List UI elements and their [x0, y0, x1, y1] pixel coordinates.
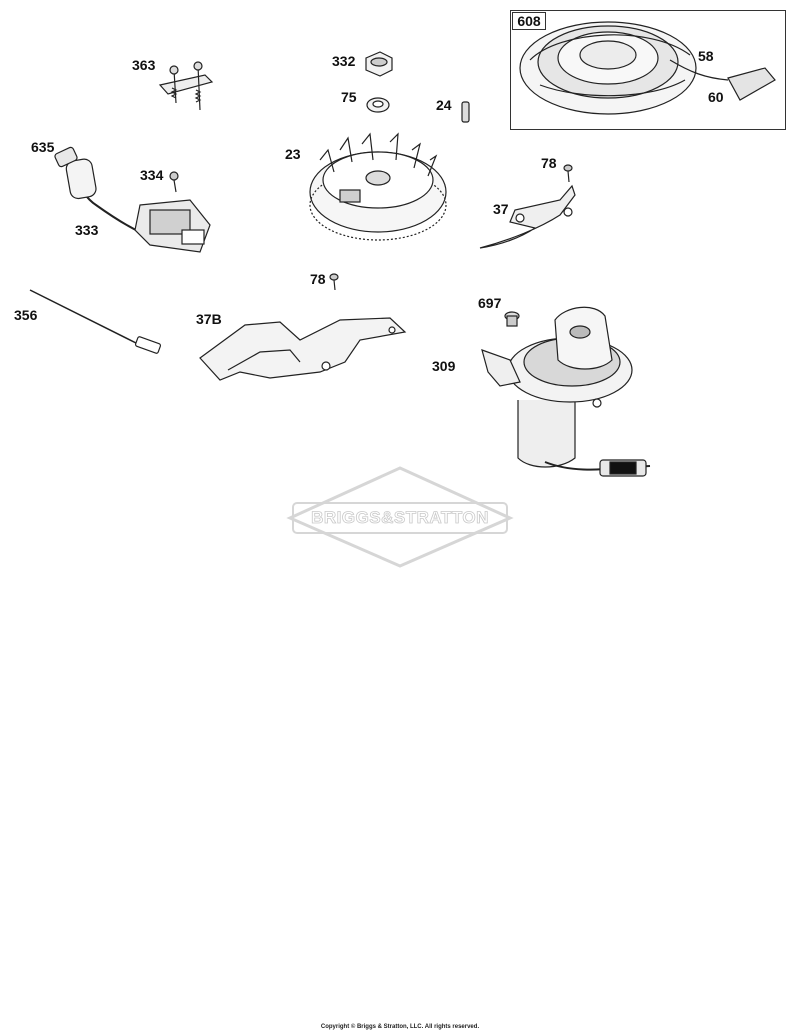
- part-75-washer: [366, 97, 390, 113]
- callout-309: 309: [432, 358, 456, 374]
- brand-watermark-logo: [286, 466, 514, 568]
- part-78-screw-lower: [329, 273, 339, 291]
- callout-363: 363: [132, 57, 156, 73]
- part-37b-air-vane-bracket: [199, 317, 407, 381]
- copyright-notice: Copyright © Briggs & Stratton, LLC. All …: [320, 1024, 480, 1030]
- callout-608: 608: [517, 13, 541, 29]
- callout-24: 24: [436, 97, 452, 113]
- callout-356: 356: [14, 307, 38, 323]
- part-356-ground-wire: [29, 289, 162, 354]
- callout-78-lower: 78: [310, 271, 326, 287]
- starter-inset-frame: [510, 10, 786, 130]
- part-363-ground-terminal: [158, 61, 214, 111]
- part-23-flywheel: [309, 132, 447, 241]
- callout-58: 58: [698, 48, 714, 64]
- callout-37: 37: [493, 201, 509, 217]
- callout-333: 333: [75, 222, 99, 238]
- callout-332: 332: [332, 53, 356, 69]
- callout-78-upper: 78: [541, 155, 557, 171]
- callout-23: 23: [285, 146, 301, 162]
- callout-37b: 37B: [196, 311, 222, 327]
- part-332-flywheel-nut: [365, 51, 393, 77]
- part-309-starter-motor: [481, 306, 651, 477]
- part-608-rewind-starter: [519, 21, 697, 115]
- part-58-starter-rope: [669, 59, 729, 81]
- part-334-screw: [169, 171, 179, 193]
- part-24-flywheel-key: [461, 101, 470, 123]
- callout-697: 697: [478, 295, 502, 311]
- inset-608-tag: 608: [512, 12, 546, 30]
- callout-75: 75: [341, 89, 357, 105]
- callout-635: 635: [31, 139, 55, 155]
- part-78-screw-upper: [563, 164, 573, 183]
- part-697-screw: [504, 311, 520, 327]
- part-37-air-vane: [479, 184, 576, 249]
- part-333-armature-ignition: [54, 146, 211, 253]
- part-60-starter-handle: [727, 67, 776, 101]
- callout-334: 334: [140, 167, 164, 183]
- watermark-text: BRIGGS&STRATTON: [311, 508, 489, 528]
- callout-60: 60: [708, 89, 724, 105]
